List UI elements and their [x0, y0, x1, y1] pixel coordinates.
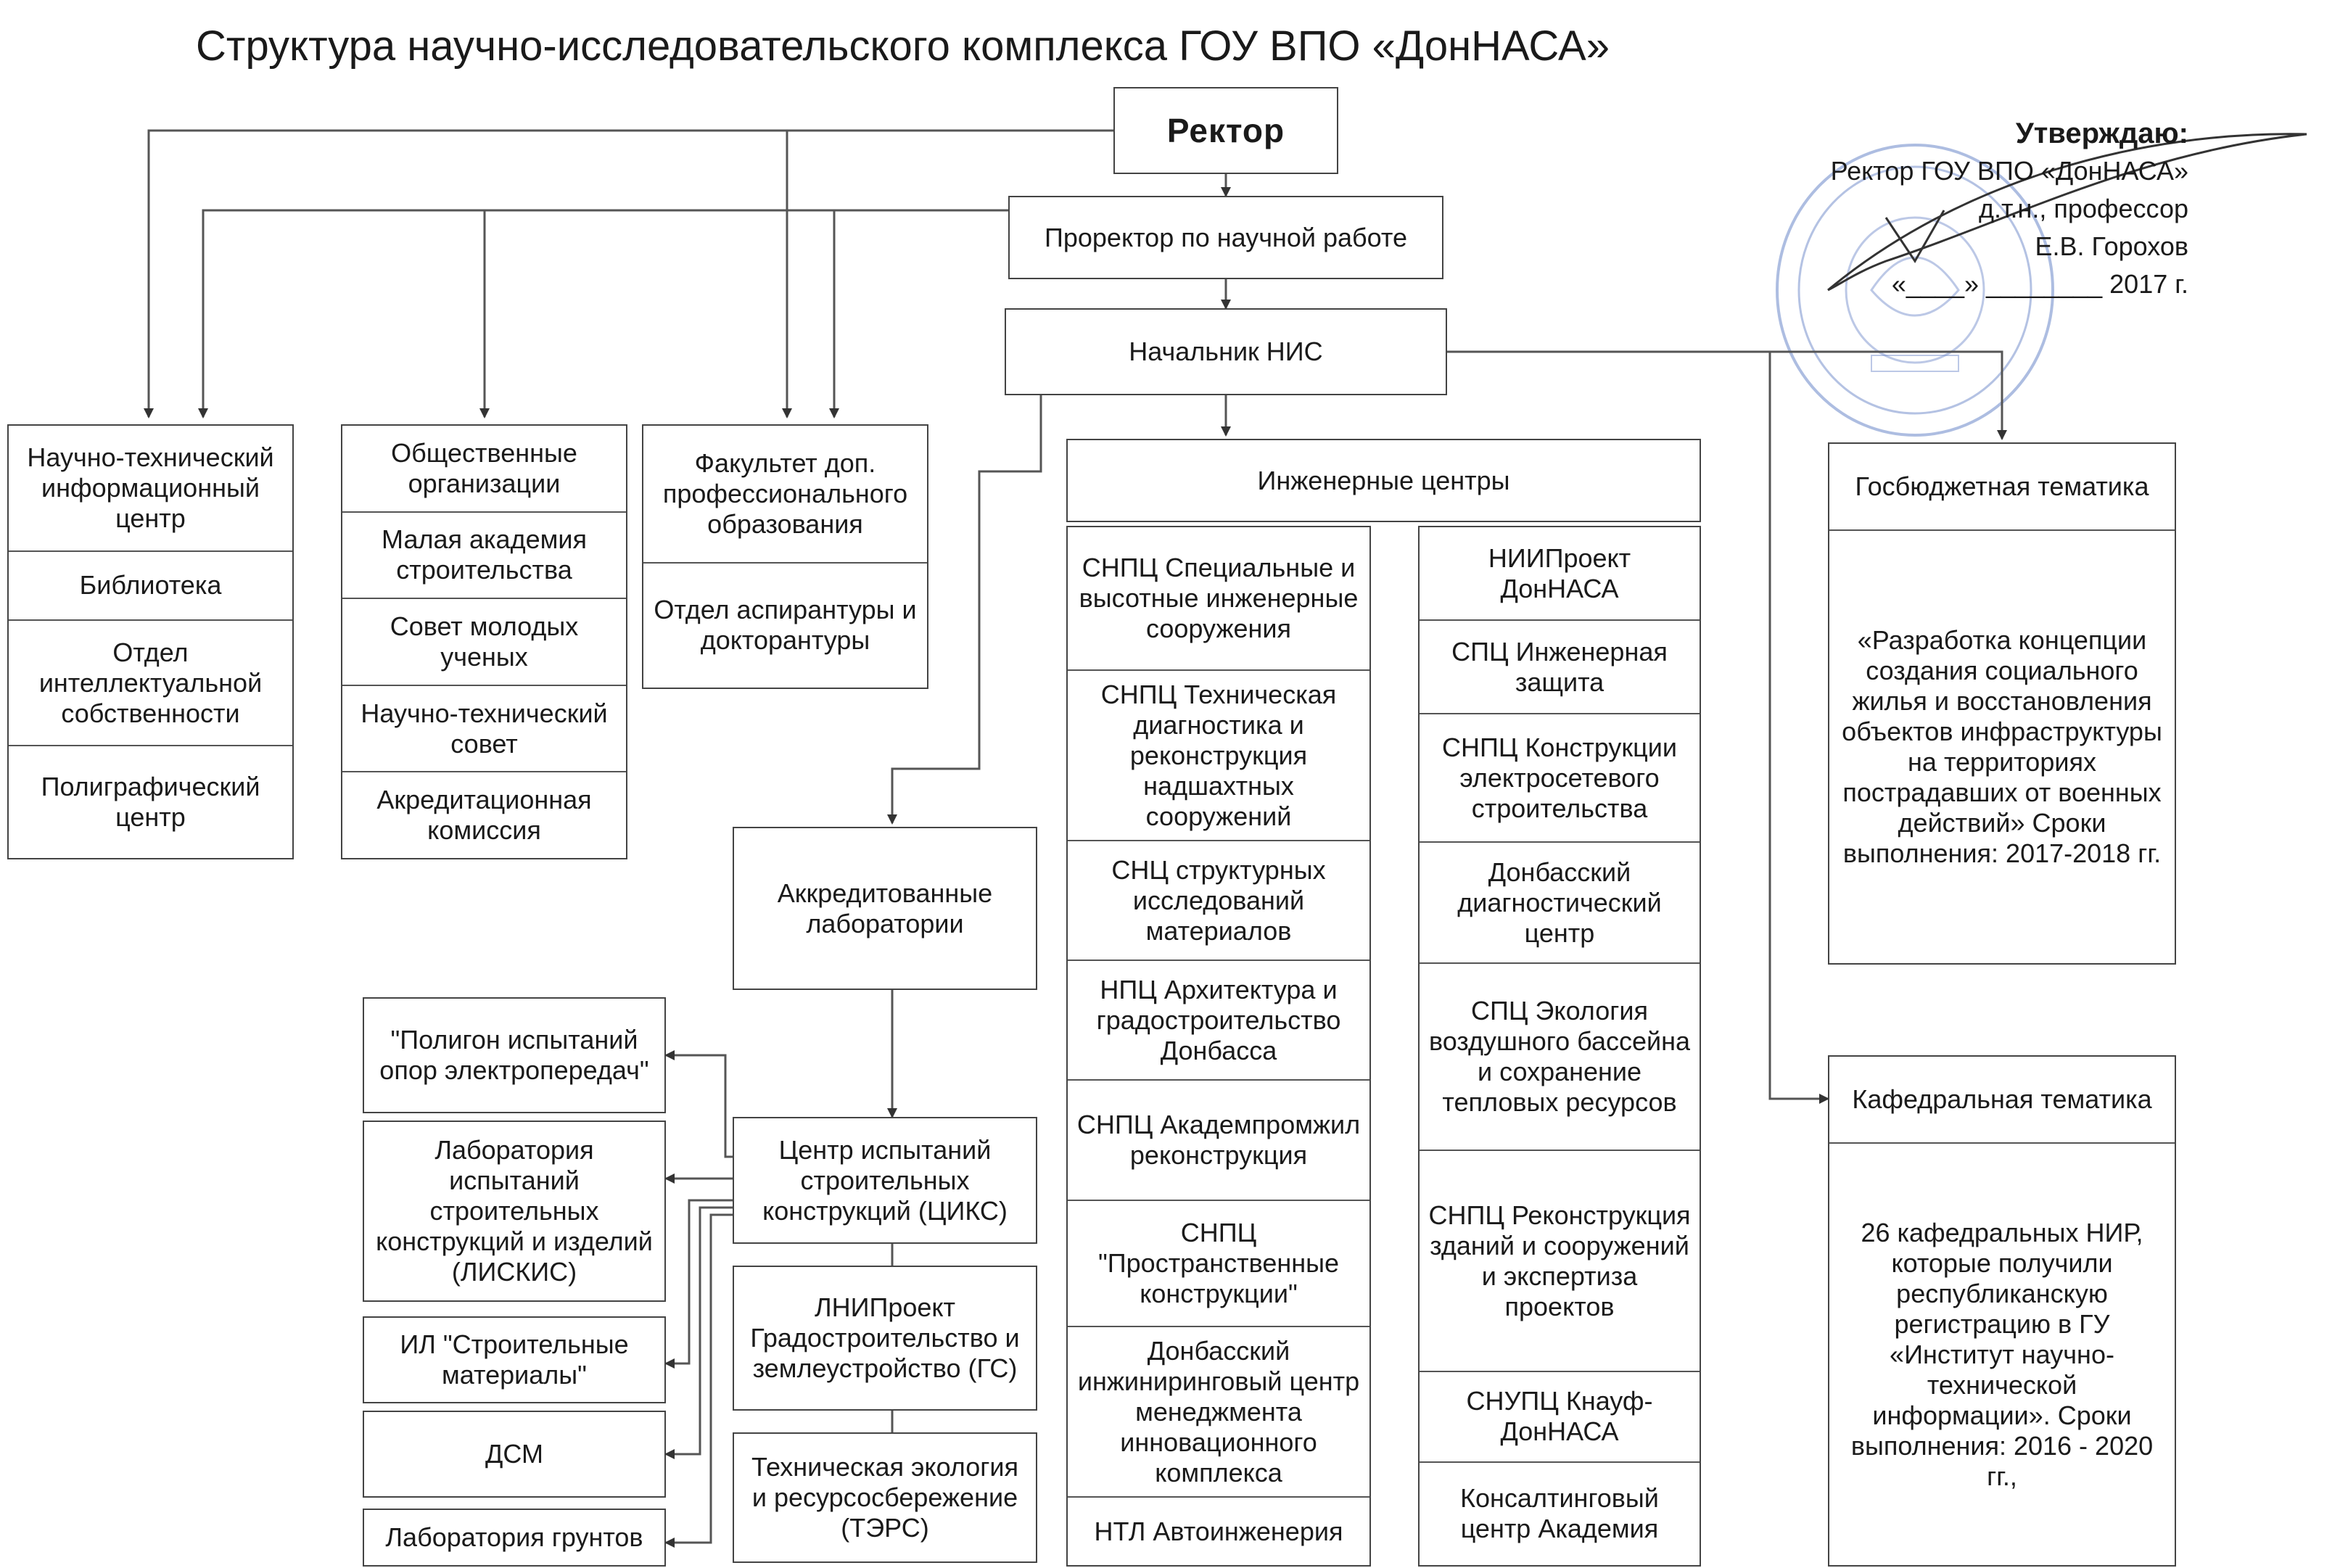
- eng-center-right-6: СНПЦ Реконструкция зданий и сооружений и…: [1420, 1151, 1700, 1373]
- dsm-box: ДСМ: [363, 1411, 666, 1498]
- young-scientists-council: Совет молодых ученых: [342, 599, 626, 686]
- eng-center-left-3: СНЦ структурных исследований материалов: [1068, 841, 1369, 962]
- lniproject-box: ЛНИПроект Градостроительство и землеустр…: [733, 1266, 1037, 1411]
- eng-center-right-7: СНУПЦ Кнауф-ДонНАСА: [1420, 1372, 1700, 1463]
- prorector-box: Проректор по научной работе: [1008, 196, 1443, 279]
- approval-line-2: д.т.н., профессор: [1978, 194, 2188, 223]
- eng-center-left-2: СНПЦ Техническая диагностика и реконстру…: [1068, 671, 1369, 842]
- engineering-centers-label: Инженерные центры: [1257, 465, 1510, 495]
- liskis-label: Лаборатория испытаний строительных конст…: [376, 1135, 653, 1287]
- eng-center-left-4: НПЦ Архитектура и градостроительство Дон…: [1068, 961, 1369, 1081]
- polygon-label: "Полигон испытаний опор электропередач": [379, 1025, 649, 1085]
- rector-label: Ректор: [1166, 112, 1285, 149]
- ip-department: Отдел интеллектуальной собственности: [9, 621, 292, 747]
- engineering-centers-right: НИИПроект ДонНАСА СПЦ Инженерная защита …: [1418, 526, 1701, 1567]
- department-topics-group: Кафедральная тематика 26 кафедральных НИ…: [1828, 1055, 2176, 1567]
- approval-block: Утверждаю: Ректор ГОУ ВПО «ДонНАСА» д.т.…: [1831, 115, 2188, 303]
- approval-line-3: Е.В. Горохов: [2035, 231, 2188, 261]
- state-budget-title: Госбюджетная тематика: [1829, 444, 2175, 531]
- eng-center-right-4: Донбасский диагностический центр: [1420, 843, 1700, 965]
- head-nis-box: Начальник НИС: [1005, 308, 1447, 395]
- engineering-centers-box: Инженерные центры: [1066, 439, 1701, 522]
- lniproject-label: ЛНИПроект Градостроительство и землеустр…: [750, 1292, 1020, 1383]
- soil-lab-label: Лаборатория грунтов: [385, 1522, 643, 1552]
- scientific-council: Научно-технический совет: [342, 686, 626, 773]
- accredited-labs-box: Аккредитованные лаборатории: [733, 827, 1037, 990]
- eng-center-left-5: СНПЦ Академпромжил реконструкция: [1068, 1081, 1369, 1201]
- public-organizations-group: Общественные организации Малая академия …: [341, 424, 627, 859]
- prorector-label: Проректор по научной работе: [1044, 222, 1408, 252]
- printing-center: Полиграфический центр: [41, 772, 260, 833]
- accreditation-commission: Акредитационная комиссия: [376, 785, 592, 846]
- page-title: Структура научно-исследовательского комп…: [196, 22, 1610, 70]
- approval-heading: Утверждаю:: [2015, 117, 2188, 149]
- department-topics-title: Кафедральная тематика: [1829, 1057, 2175, 1144]
- dsm-label: ДСМ: [485, 1439, 543, 1469]
- liskis-box: Лаборатория испытаний строительных конст…: [363, 1121, 666, 1302]
- public-organizations: Общественные организации: [342, 426, 626, 513]
- postgraduate-department: Отдел аспирантуры и докторантуры: [654, 595, 917, 656]
- eng-center-right-8: Консалтинговый центр Академия: [1460, 1483, 1659, 1544]
- ters-label: Техническая экология и ресурсосбережение…: [751, 1452, 1018, 1543]
- state-budget-text: «Разработка концепции создания социально…: [1842, 625, 2162, 868]
- eng-center-left-6: СНПЦ "Пространственные конструкции": [1068, 1201, 1369, 1327]
- building-materials-label: ИЛ "Строительные материалы": [400, 1329, 629, 1390]
- state-budget-group: Госбюджетная тематика «Разработка концеп…: [1828, 442, 2176, 965]
- faculty-group: Факультет доп. профессионального образов…: [642, 424, 928, 689]
- engineering-centers-left: СНПЦ Специальные и высотные инженерные с…: [1066, 526, 1371, 1567]
- soil-lab-box: Лаборатория грунтов: [363, 1509, 666, 1567]
- eng-center-left-7: Донбасский инжиниринговый центр менеджме…: [1068, 1327, 1369, 1498]
- eng-center-right-2: СПЦ Инженерная защита: [1420, 621, 1700, 715]
- info-center-group: Научно-технический информационный центр …: [7, 424, 294, 859]
- rector-box: Ректор: [1113, 87, 1338, 174]
- faculty-additional-education: Факультет доп. профессионального образов…: [643, 426, 927, 564]
- accredited-labs-label: Аккредитованные лаборатории: [777, 878, 993, 938]
- eng-center-left-1: СНПЦ Специальные и высотные инженерные с…: [1068, 527, 1369, 671]
- approval-line-1: Ректор ГОУ ВПО «ДонНАСА»: [1830, 156, 2188, 186]
- library: Библиотека: [9, 552, 292, 621]
- polygon-box: "Полигон испытаний опор электропередач": [363, 997, 666, 1113]
- building-materials-box: ИЛ "Строительные материалы": [363, 1316, 666, 1403]
- ciks-label: Центр испытаний строительных конструкций…: [762, 1134, 1008, 1226]
- eng-center-right-1: НИИПроект ДонНАСА: [1420, 527, 1700, 622]
- eng-center-right-5: СПЦ Экология воздушного бассейна и сохра…: [1420, 964, 1700, 1151]
- small-academy: Малая академия строительства: [342, 513, 626, 600]
- approval-line-4: «____» ________ 2017 г.: [1891, 269, 2188, 299]
- info-center: Научно-технический информационный центр: [9, 426, 292, 552]
- ciks-box: Центр испытаний строительных конструкций…: [733, 1117, 1037, 1244]
- head-nis-label: Начальник НИС: [1129, 337, 1323, 366]
- eng-center-right-3: СНПЦ Конструкции электросетевого строите…: [1420, 714, 1700, 843]
- eng-center-left-8: НТЛ Автоинженерия: [1094, 1516, 1343, 1546]
- department-topics-text: 26 кафедральных НИР, которые получили ре…: [1850, 1217, 2154, 1491]
- ters-box: Техническая экология и ресурсосбережение…: [733, 1432, 1037, 1563]
